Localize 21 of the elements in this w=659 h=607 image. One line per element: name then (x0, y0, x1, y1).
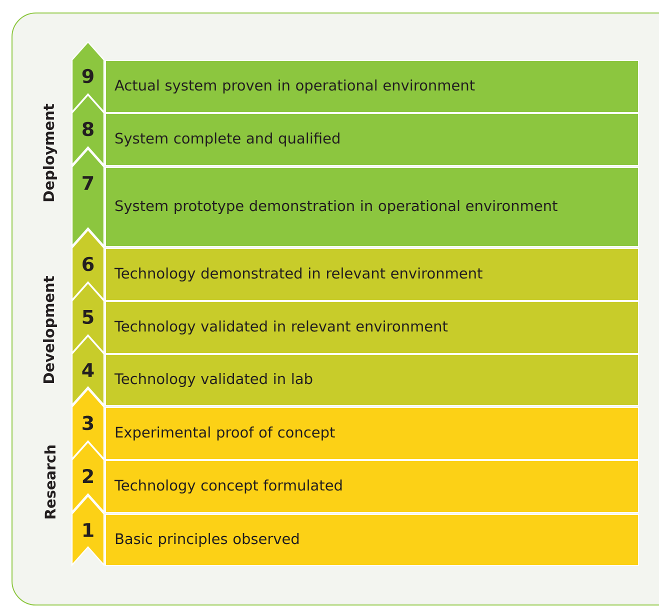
number-tab: 7 (71, 148, 105, 248)
number-tab: 9 (71, 41, 105, 114)
number-tab: 5 (71, 282, 105, 355)
level-bar: Basic principles observed (105, 514, 639, 566)
level-bar: Experimental proof of concept (105, 407, 639, 460)
phase-label: Deployment (42, 104, 58, 202)
number-tab: 8 (71, 94, 105, 167)
level-bar: System prototype demonstration in operational environment (105, 167, 639, 247)
number-tab: 4 (71, 335, 105, 407)
level-bar: System complete and qualified (105, 113, 639, 166)
number-tab: 1 (71, 495, 105, 567)
phase-label: Research (44, 445, 56, 518)
level-bar: Actual system proven in operational environment (105, 60, 639, 113)
number-tab: 2 (71, 441, 105, 514)
level-bar: Technology validated in lab (105, 354, 639, 406)
phase-label: Development (42, 276, 58, 383)
number-tab: 3 (71, 388, 105, 461)
level-bar: Technology validated in relevant environment (105, 301, 639, 354)
level-bar: Technology concept formulated (105, 460, 639, 513)
number-tab: 6 (71, 229, 105, 302)
level-bar: Technology demonstrated in relevant environment (105, 248, 639, 301)
